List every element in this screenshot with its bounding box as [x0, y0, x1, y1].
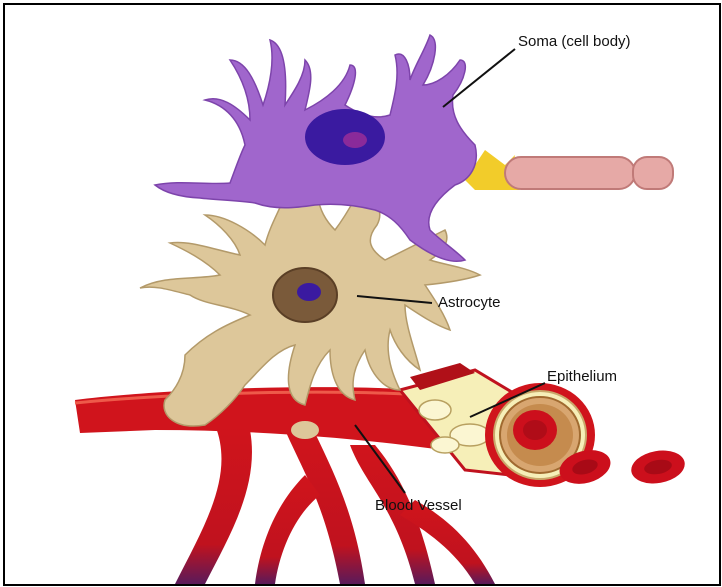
- epithelium-label: Epithelium: [547, 368, 617, 385]
- astrocyte-label: Astrocyte: [438, 294, 501, 311]
- diagram-frame: Soma (cell body) Astrocyte Epithelium Bl…: [3, 3, 721, 586]
- red-blood-cell-2: [629, 447, 688, 488]
- soma-label: Soma (cell body): [518, 33, 631, 50]
- axon: [465, 150, 673, 190]
- blood-vessel-label: Blood Vessel: [375, 497, 462, 514]
- neurovascular-diagram: [5, 5, 719, 584]
